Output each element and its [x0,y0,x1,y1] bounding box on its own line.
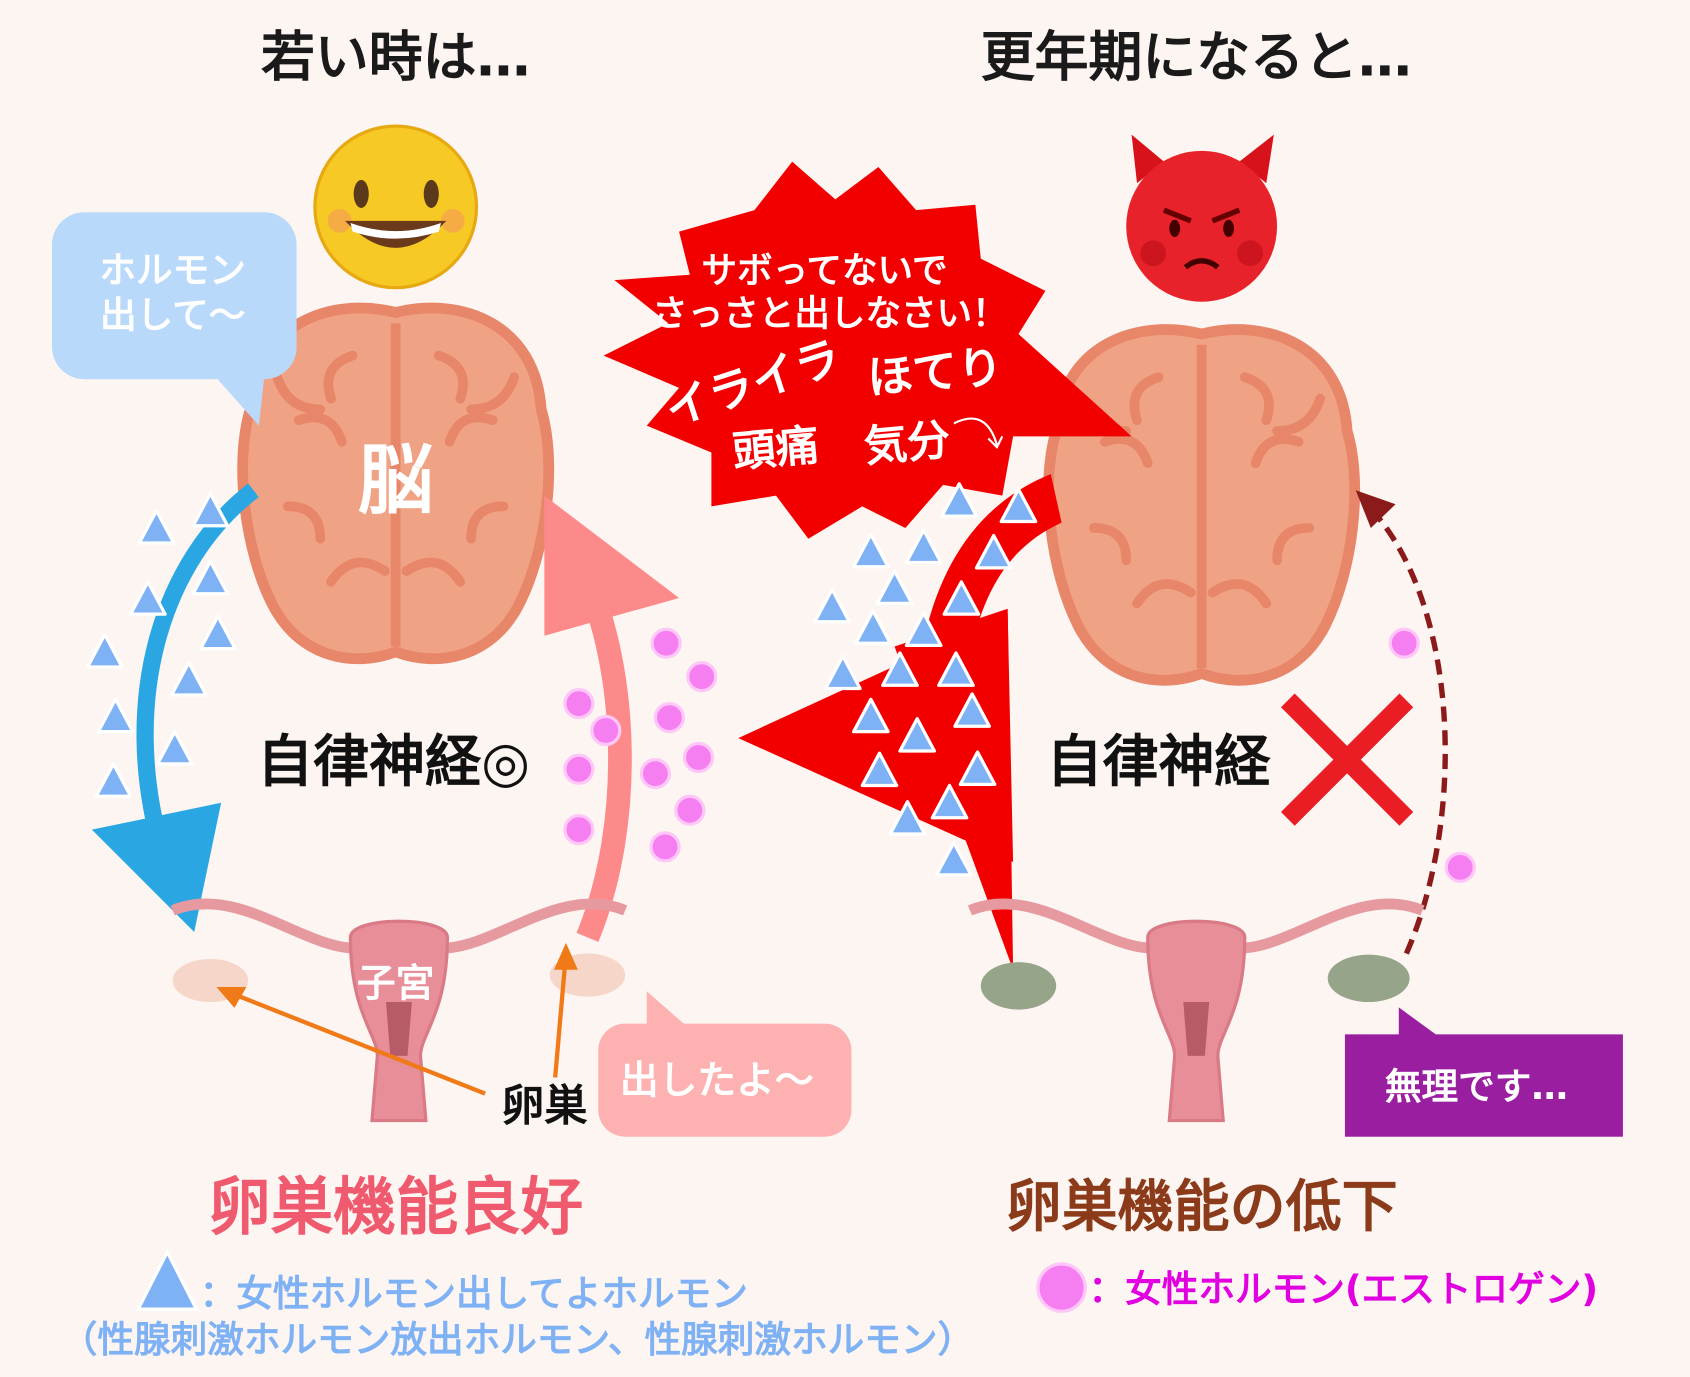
right-brain [1049,330,1355,681]
reply-box: 無理です… [1344,1007,1623,1137]
estrogen-circle [1444,851,1476,883]
symptom-mood: 気分 [862,415,952,472]
triangle-legend-label: ：女性ホルモン出してよホルモン [200,1272,748,1315]
bubble-line-2: 出して〜 [100,294,245,337]
right-autonomic-label: 自律神経 [1047,730,1272,795]
symptom-hot-flash: ほてり [865,340,1005,405]
alarm-starburst: サボってないで さっさと出しなさい！ イライラ ほてり 頭痛 気分 [603,161,1132,539]
left-autonomic-label: 自律神経◎ [257,730,530,795]
failed-hormone-arrow [1355,490,1448,955]
reply-box-text: 無理です… [1385,1065,1568,1108]
symptom-headache: 頭痛 [731,421,821,478]
triangle-legend-sub: （性腺刺激ホルモン放出ホルモン、性腺刺激ホルモン） [61,1318,974,1361]
atrophied-ovary-right [1327,954,1410,1003]
estrogen-circle [1388,627,1420,659]
burst-line-2: さっさと出しなさい！ [652,293,1007,334]
hormone-request-bubble: ホルモン 出して〜 [51,212,297,426]
cross-mark-icon [1280,693,1414,826]
left-status: 卵巣機能良好 [208,1170,583,1243]
atrophied-ovary-left [980,962,1057,1010]
legend: ：女性ホルモン出してよホルモン （性腺刺激ホルモン放出ホルモン、性腺刺激ホルモン… [61,1248,1599,1361]
left-estrogen-circles [563,627,718,863]
bubble-line-1: ホルモン [99,248,246,291]
left-title: 若い時は… [261,25,530,88]
right-title: 更年期になると… [981,25,1412,88]
circle-legend-label: ：女性ホルモン(エストロゲン) [1089,1268,1599,1311]
triangle-legend-icon [135,1248,200,1311]
burst-line-1: サボってないで [702,250,948,291]
red-command-arrow [738,474,1062,970]
ovary-pointer-arrows [216,942,578,1096]
pink-up-arrow [544,495,680,942]
uterus-label: 子宮 [357,962,435,1007]
circle-legend-icon [1036,1262,1087,1313]
angry-devil-face-icon [1126,134,1278,302]
down-curve-arrow-icon [953,417,1004,449]
smiling-face-icon [313,124,479,290]
right-status: 卵巣機能の低下 [1006,1175,1398,1240]
reply-bubble: 出したよ〜 [598,991,852,1137]
brain-label: 脳 [358,436,433,524]
reply-bubble-text: 出したよ〜 [620,1059,814,1104]
ovary-label: 卵巣 [501,1082,587,1132]
